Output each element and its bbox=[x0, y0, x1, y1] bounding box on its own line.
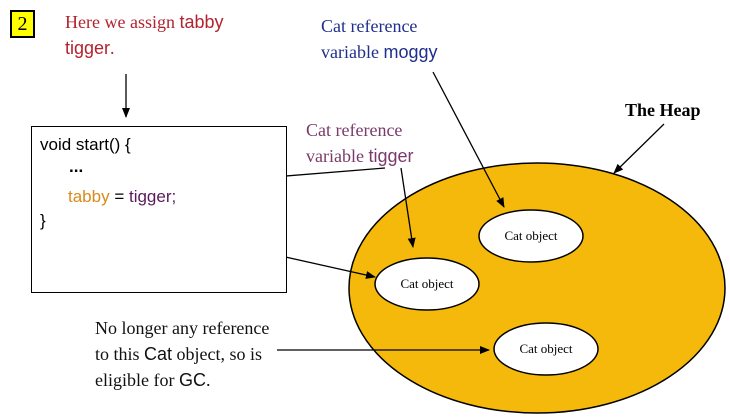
assign-annotation-tabby: tabby bbox=[179, 12, 224, 32]
assign-annotation-period: . bbox=[110, 38, 115, 58]
tigger-label-prefix: variable bbox=[306, 146, 369, 166]
gc-note-line2-prefix: to this bbox=[95, 344, 145, 364]
assign-annotation-line2: tigger. bbox=[65, 35, 224, 61]
code-box bbox=[31, 126, 287, 293]
tigger-label-var: tigger bbox=[368, 146, 414, 166]
arrow-moggy-to-object bbox=[432, 71, 505, 208]
cat-object-top bbox=[478, 209, 584, 263]
code-var-tabby: tabby bbox=[68, 187, 110, 206]
code-line-2: ... bbox=[69, 157, 84, 176]
assign-annotation-text: Here we assign bbox=[65, 12, 180, 32]
arrow-tigger-label-to-object bbox=[400, 167, 416, 248]
gc-note-line3-prefix: eligible for bbox=[95, 370, 179, 390]
tigger-label: Cat reference variable tigger bbox=[306, 117, 414, 169]
code-line-1: void start() { bbox=[40, 135, 131, 154]
gc-note-cat: Cat bbox=[144, 344, 173, 364]
tigger-label-line2: variable tigger bbox=[306, 143, 414, 169]
moggy-label-line2: variable moggy bbox=[321, 39, 438, 65]
code-line-4: } bbox=[40, 211, 46, 230]
cat-object-bottom-label: Cat object bbox=[519, 341, 572, 356]
moggy-label: Cat reference variable moggy bbox=[321, 13, 438, 65]
heap-title: The Heap bbox=[625, 100, 701, 120]
cat-object-bottom bbox=[493, 322, 599, 376]
cat-object-middle-label: Cat object bbox=[400, 276, 453, 291]
cat-object-top-label: Cat object bbox=[504, 228, 557, 243]
moggy-label-var: moggy bbox=[383, 42, 438, 62]
code-line-3: tabby = tigger; bbox=[68, 187, 176, 207]
assign-annotation-line1: Here we assign tabby bbox=[65, 9, 224, 35]
moggy-label-prefix: variable bbox=[321, 42, 384, 62]
gc-note-gc: GC bbox=[178, 370, 206, 390]
code-var-tigger: tigger; bbox=[128, 187, 177, 206]
gc-note: No longer any reference to this Cat obje… bbox=[95, 315, 269, 393]
assign-annotation-tigger: tigger bbox=[65, 38, 111, 58]
code-operator: = bbox=[109, 187, 129, 206]
arrow-heap-title-to-heap bbox=[613, 123, 665, 174]
assign-annotation: Here we assign tabby tigger. bbox=[65, 9, 224, 61]
tigger-label-line1: Cat reference bbox=[306, 120, 403, 140]
gc-note-line2: to this Cat object, so is bbox=[95, 341, 269, 367]
cat-object-middle bbox=[374, 257, 480, 311]
moggy-label-line1: Cat reference bbox=[321, 16, 418, 36]
gc-note-line2-suffix: object, so is bbox=[172, 344, 263, 364]
gc-note-line3-suffix: . bbox=[205, 370, 211, 390]
step-number-badge: 2 bbox=[10, 10, 35, 38]
gc-note-line1: No longer any reference bbox=[95, 318, 270, 338]
gc-note-line3: eligible for GC. bbox=[95, 367, 269, 393]
